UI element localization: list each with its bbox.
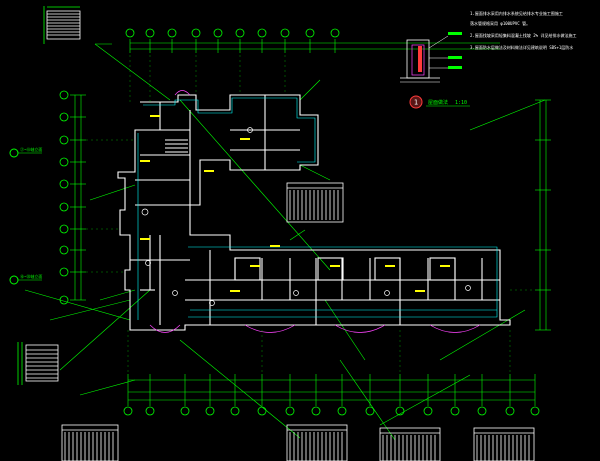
inner-cyan-lines bbox=[137, 97, 498, 320]
louvre-detail-top-left bbox=[43, 6, 81, 44]
general-notes: 1.屋面排水采用内排水系统见给排水专业施工图施工 落水管规格采用 φ100UPV… bbox=[470, 10, 576, 50]
left-axis-bubbles bbox=[59, 90, 69, 305]
roof-drains bbox=[141, 127, 471, 306]
note-line-2: 落水管规格采用 φ100UPVC 管。 bbox=[470, 20, 530, 26]
right-dimension-lines bbox=[535, 99, 551, 331]
louvre-panel-bottom-right-1 bbox=[379, 427, 441, 461]
note-line-4: 3.屋面防水层做法及材料做法详见建筑说明 SBS+1层防水 bbox=[470, 44, 573, 50]
elevation-marker-upper: ②~⑩轴立面 bbox=[9, 146, 42, 158]
bottom-dimension-lines bbox=[127, 374, 536, 406]
louvre-panel-bottom-right-2 bbox=[473, 427, 535, 461]
axis-grid-lines bbox=[86, 55, 535, 374]
top-axis-bubbles bbox=[125, 28, 340, 38]
note-line-3: 2.屋面找坡采用轻集料混凝土找坡 2% 详见给排水做法施工 bbox=[470, 32, 576, 38]
note-line-1: 1.屋面排水采用内排水系统见给排水专业施工图施工 bbox=[470, 10, 563, 16]
left-dimension-lines bbox=[70, 94, 86, 301]
building-outline bbox=[117, 94, 511, 331]
top-dimension-lines bbox=[129, 39, 500, 53]
side-label-lower: ⑩~⑳轴立面 bbox=[20, 273, 42, 279]
detail-title: 屋面做法 bbox=[428, 99, 448, 106]
bottom-axis-bubbles bbox=[123, 406, 540, 416]
detail-scale: 1:10 bbox=[455, 100, 467, 106]
side-label-upper: ②~⑩轴立面 bbox=[20, 146, 42, 152]
annotation-marks bbox=[140, 115, 450, 292]
balcony-arcs bbox=[149, 90, 481, 333]
elevation-marker-lower: ⑩~⑳轴立面 bbox=[9, 273, 42, 285]
louvre-panel-center bbox=[286, 182, 344, 223]
roof-section-detail bbox=[400, 32, 462, 83]
leader-lines bbox=[24, 43, 546, 441]
detail-number: 1 bbox=[414, 99, 418, 107]
louvre-panel-left bbox=[17, 342, 59, 385]
louvre-panel-bottom-center bbox=[286, 424, 348, 461]
louvre-panel-bottom-left bbox=[61, 424, 119, 461]
detail-callout: 1 屋面做法 1:10 bbox=[409, 95, 470, 109]
